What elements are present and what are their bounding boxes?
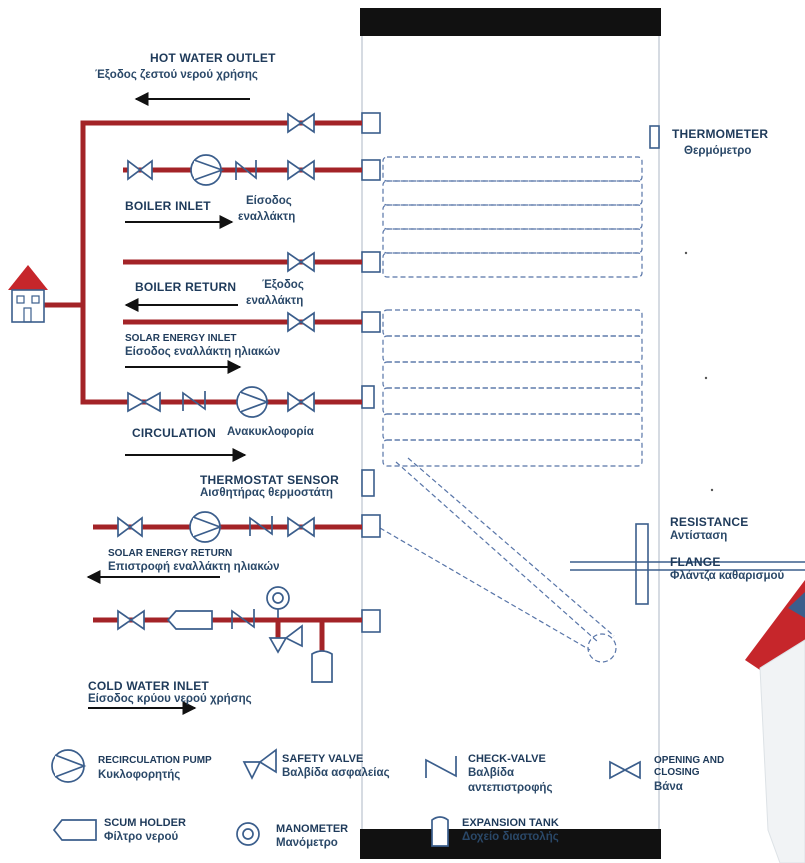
hot-water-outlet-greek: Έξοδος ζεστού νερού χρήσης bbox=[95, 69, 258, 81]
circulation-label: CIRCULATION bbox=[132, 426, 216, 440]
thermostat-sensor-greek: Αισθητήρας θερμοστάτη bbox=[200, 487, 333, 499]
scum-holder bbox=[166, 610, 213, 630]
legend-recirculation-pump-label: RECIRCULATION PUMP bbox=[98, 755, 212, 766]
solar-coil bbox=[379, 309, 643, 663]
cold-water-inlet-label: COLD WATER INLET bbox=[88, 679, 209, 693]
legend-opening-closing-label-2: CLOSING bbox=[654, 767, 700, 778]
legend-scum-holder-greek: Φίλτρο νερού bbox=[104, 831, 179, 843]
legend-opening-closing-label-1: OPENING AND bbox=[654, 755, 725, 766]
legend-check-valve-icon bbox=[425, 756, 457, 778]
legend-safety-valve-greek: Βαλβίδα ασφαλείας bbox=[282, 767, 390, 779]
flow-arrows bbox=[86, 92, 250, 715]
legend-safety-valve-icon bbox=[242, 748, 277, 780]
solar-energy-inlet-greek: Είσοδος εναλλάκτη ηλιακών bbox=[125, 346, 281, 358]
legend-scum-holder-icon bbox=[52, 819, 97, 841]
legend-opening-closing-greek: Βάνα bbox=[654, 781, 683, 793]
legend-icons bbox=[51, 748, 641, 847]
decorative-dots bbox=[684, 251, 714, 492]
boiler-return-label: BOILER RETURN bbox=[135, 280, 237, 294]
legend-safety-valve-label: SAFETY VALVE bbox=[282, 753, 364, 765]
boiler-return-greek-1: Έξοδος bbox=[262, 279, 304, 291]
boiler-inlet-label: BOILER INLET bbox=[125, 199, 211, 213]
solar-energy-return-label: SOLAR ENERGY RETURN bbox=[108, 548, 233, 559]
legend-pump-icon bbox=[51, 749, 87, 783]
expansion-tank bbox=[311, 650, 333, 683]
legend-check-valve-greek-1: Βαλβίδα bbox=[468, 767, 515, 779]
flange-greek: Φλάντζα καθαρισμού bbox=[670, 570, 785, 582]
legend-recirculation-pump-greek: Κυκλοφορητής bbox=[98, 769, 181, 781]
flange-label: FLANGE bbox=[670, 555, 721, 569]
gate-valves bbox=[117, 112, 315, 631]
boiler-inlet-greek-2: εναλλάκτη bbox=[238, 211, 296, 223]
tank-top-cap bbox=[360, 8, 661, 36]
boiler-coil bbox=[382, 156, 643, 278]
legend-manometer-icon bbox=[236, 822, 260, 846]
flange-rod bbox=[570, 561, 805, 571]
solar-energy-return-greek: Επιστροφή εναλλάκτη ηλιακών bbox=[108, 561, 280, 573]
storage-tank bbox=[360, 8, 661, 859]
legend-scum-holder-label: SCUM HOLDER bbox=[104, 817, 186, 829]
legend-check-valve-greek-2: αντεπιστροφής bbox=[468, 782, 553, 794]
resistance-label: RESISTANCE bbox=[670, 515, 749, 529]
thermostat-sensor-label: THERMOSTAT SENSOR bbox=[200, 473, 339, 487]
tank-bottom-cap bbox=[360, 829, 661, 859]
hot-water-outlet-label: HOT WATER OUTLET bbox=[150, 51, 276, 65]
legend-expansion-tank-label: EXPANSION TANK bbox=[462, 817, 559, 829]
resistance-greek: Αντίσταση bbox=[670, 530, 728, 542]
legend-check-valve-label: CHECK-VALVE bbox=[468, 753, 546, 765]
thermometer-greek: Θερμόμετρο bbox=[684, 145, 752, 157]
circulation-greek: Ανακυκλοφορία bbox=[227, 426, 314, 438]
legend-manometer-label: MANOMETER bbox=[276, 823, 349, 835]
check-valves bbox=[182, 160, 273, 629]
big-house-illustration bbox=[745, 580, 805, 863]
recirculation-pumps bbox=[189, 154, 270, 543]
cold-water-inlet-greek: Είσοδος κρύου νερού χρήσης bbox=[88, 693, 252, 705]
boiler-inlet-greek-1: Είσοδος bbox=[246, 195, 292, 207]
legend-gate-valve-icon bbox=[609, 760, 641, 780]
legend-expansion-tank-greek: Δοχείο διαστολής bbox=[462, 831, 559, 843]
small-house-icon bbox=[8, 265, 48, 323]
legend-manometer-greek: Μανόμετρο bbox=[276, 837, 338, 849]
boiler-return-greek-2: εναλλάκτη bbox=[246, 295, 304, 307]
thermometer-label: THERMOMETER bbox=[672, 127, 769, 141]
manometer-and-safety-valve bbox=[266, 586, 303, 654]
legend-expansion-tank-icon bbox=[431, 816, 449, 847]
solar-energy-inlet-label: SOLAR ENERGY INLET bbox=[125, 333, 237, 344]
